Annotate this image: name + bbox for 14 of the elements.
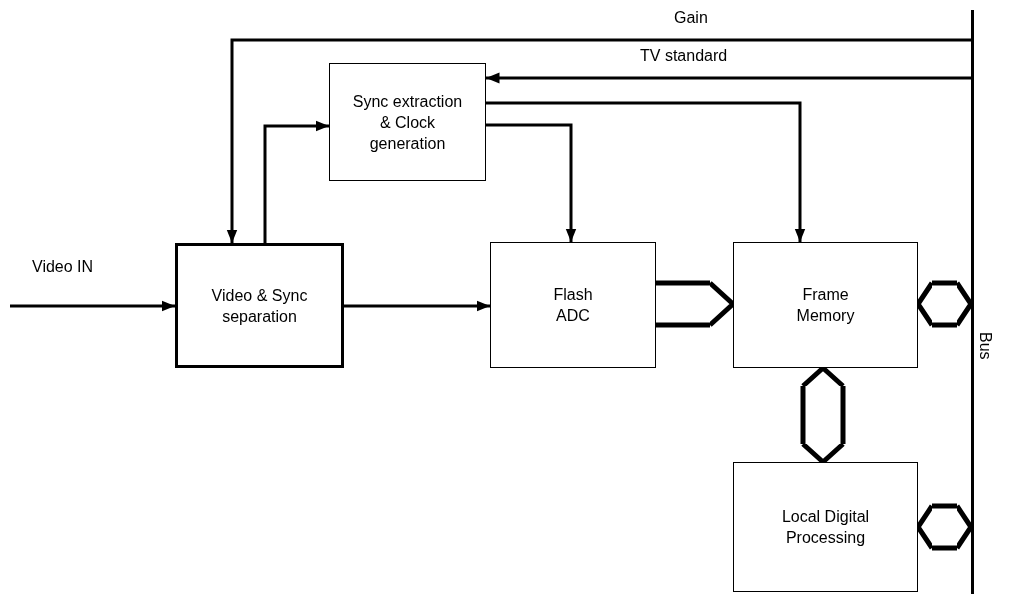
arrow [486,72,971,84]
process-box: Sync extraction & Clock generation [329,63,486,181]
process-box: Video & Sync separation [175,243,344,368]
arrow [226,38,971,243]
bus-line [971,10,993,594]
process-box: Flash ADC [490,242,656,368]
arrow [486,101,806,242]
arrow [486,123,577,242]
bus-label: Bus [976,332,995,360]
process-box: Frame Memory [733,242,918,368]
arrow [10,300,175,312]
arrow [344,300,490,312]
arrow [263,120,329,243]
process-box: Local Digital Processing [733,462,918,592]
